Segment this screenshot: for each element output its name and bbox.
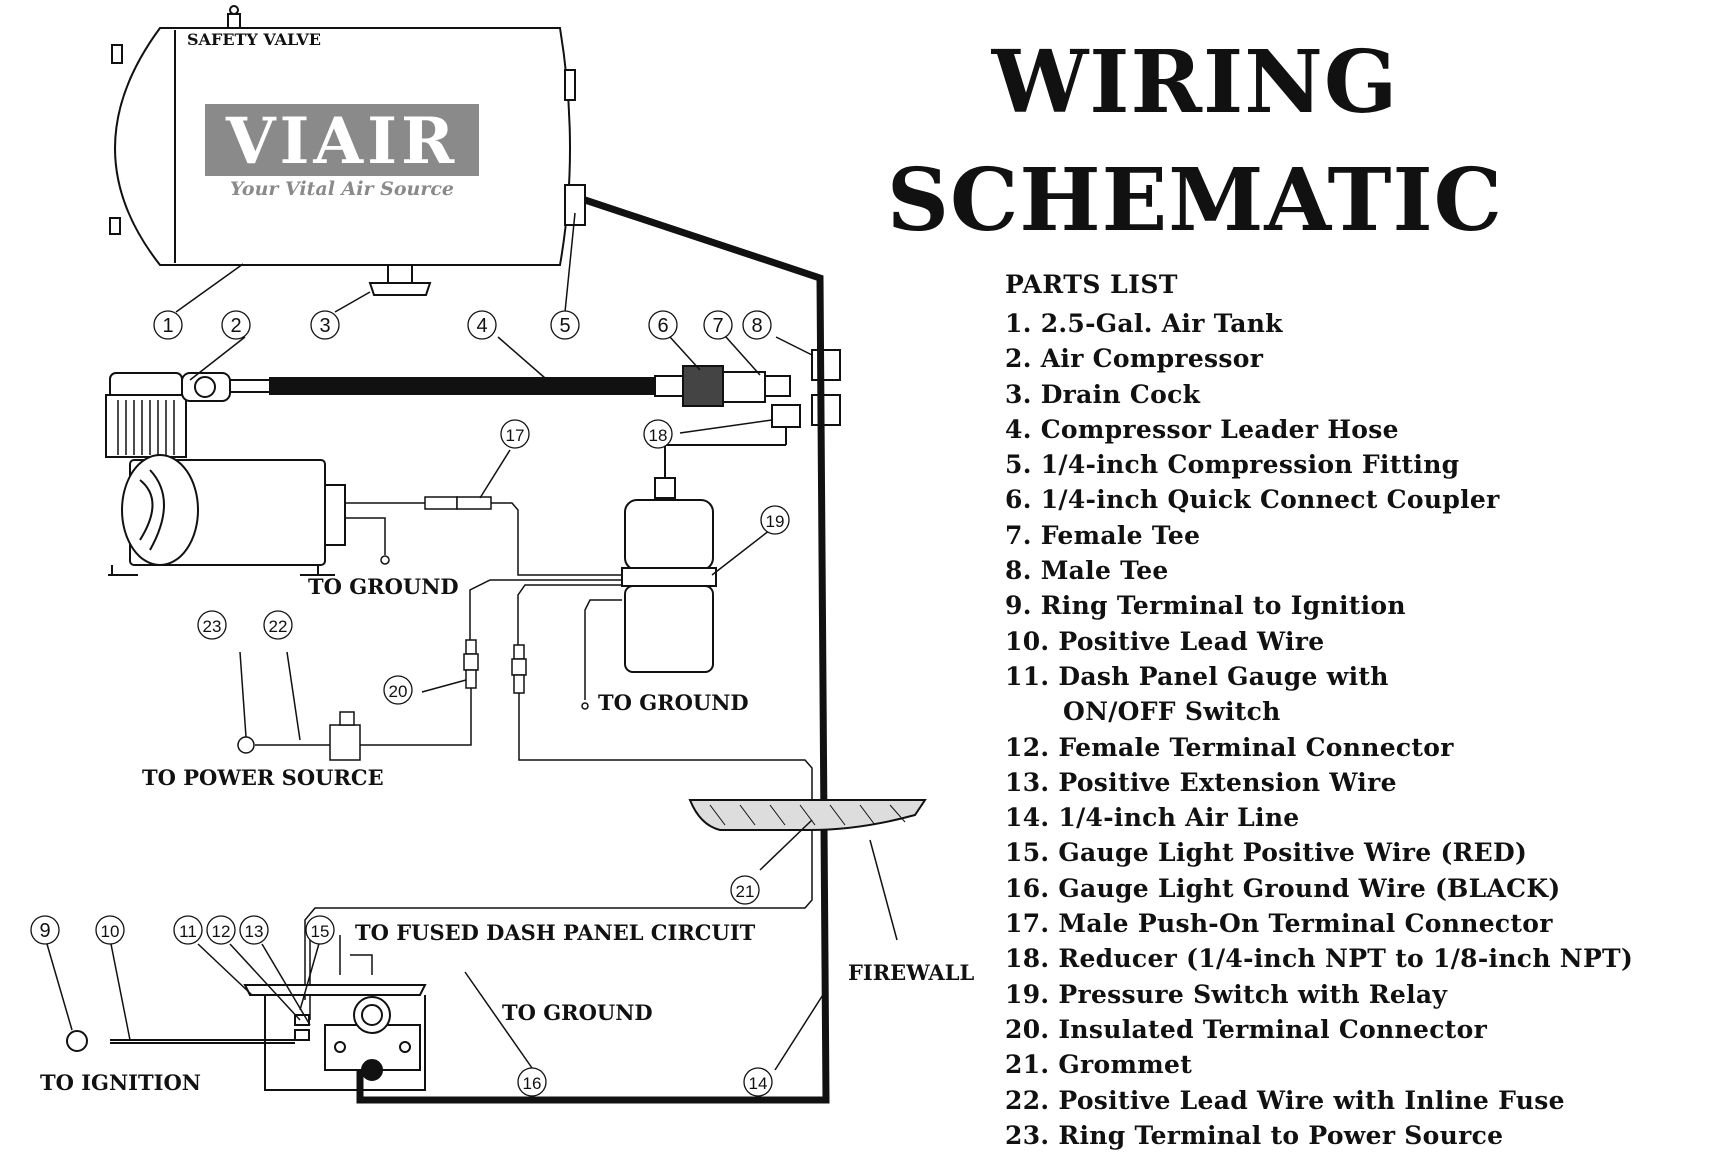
list-item: 12. Female Terminal Connector (1005, 732, 1454, 762)
list-item: 3. Drain Cock (1005, 379, 1201, 409)
list-item: 7. Female Tee (1005, 520, 1201, 550)
callout-23: 23 (203, 617, 222, 636)
list-item: 6. 1/4-inch Quick Connect Coupler (1005, 485, 1500, 515)
list-item: 2. Air Compressor (1005, 344, 1264, 374)
callout-13: 13 (245, 922, 264, 941)
callout-12: 12 (212, 922, 231, 941)
viair-logo (205, 104, 479, 176)
callout-9: 9 (39, 920, 50, 942)
label-to-fused-dash: TO FUSED DASH PANEL CIRCUIT (355, 920, 756, 945)
pressure-switch (621, 427, 787, 673)
label-firewall: FIREWALL (848, 960, 974, 985)
callout-8: 8 (751, 315, 762, 337)
label-to-ground-switch: TO GROUND (598, 690, 749, 715)
list-item: 19. Pressure Switch with Relay (1005, 979, 1448, 1009)
list-item: 21. Grommet (1005, 1050, 1193, 1080)
callout-18: 18 (649, 426, 668, 445)
dash-panel-gauge (66, 984, 427, 1091)
callout-21: 21 (736, 882, 755, 901)
brand-tagline: Your Vital Air Source (230, 178, 454, 200)
callout-10: 10 (101, 922, 120, 941)
list-item: 22. Positive Lead Wire with Inline Fuse (1005, 1085, 1565, 1115)
callout-5: 5 (559, 315, 570, 337)
callout-16: 16 (523, 1074, 542, 1093)
list-item: 13. Positive Extension Wire (1005, 767, 1397, 797)
callout-4: 4 (476, 315, 487, 337)
list-item: 17. Male Push-On Terminal Connector (1005, 909, 1553, 939)
callout-19: 19 (766, 512, 785, 531)
list-item: 4. Compressor Leader Hose (1005, 414, 1399, 444)
callout-1: 1 (162, 315, 173, 337)
callout-22: 22 (269, 617, 288, 636)
callout-15: 15 (311, 922, 330, 941)
callout-3: 3 (319, 315, 330, 337)
list-item: 18. Reducer (1/4-inch NPT to 1/8-inch NP… (1005, 944, 1634, 974)
list-item: 5. 1/4-inch Compression Fitting (1005, 450, 1460, 480)
list-item: 10. Positive Lead Wire (1005, 626, 1325, 656)
callout-7: 7 (712, 315, 723, 337)
callout-6: 6 (657, 315, 668, 337)
parts-list: 1. 2.5-Gal. Air Tank 2. Air Compressor 3… (1005, 306, 1633, 1153)
label-to-ground-gauge: TO GROUND (502, 1000, 653, 1025)
title-line-1: WIRING (991, 32, 1399, 133)
callout-11: 11 (179, 922, 197, 941)
air-compressor (105, 372, 346, 576)
list-item: 16. Gauge Light Ground Wire (BLACK) (1005, 873, 1561, 903)
list-item: ON/OFF Switch (1005, 694, 1633, 729)
list-item-continuation: ON/OFF Switch (1063, 697, 1281, 727)
air-line (356, 196, 830, 1104)
list-item: 11. Dash Panel Gauge with (1005, 661, 1389, 691)
list-item: 14. 1/4-inch Air Line (1005, 803, 1300, 833)
label-to-ignition: TO IGNITION (40, 1070, 201, 1095)
list-item: 8. Male Tee (1005, 556, 1169, 586)
title-line-2: SCHEMATIC (886, 150, 1504, 251)
list-item: 23. Ring Terminal to Power Source (1005, 1120, 1504, 1150)
label-safety-valve: SAFETY VALVE (187, 30, 321, 49)
list-item: 9. Ring Terminal to Ignition (1005, 591, 1406, 621)
list-item: 15. Gauge Light Positive Wire (RED) (1005, 838, 1528, 868)
callout-14: 14 (749, 1074, 768, 1093)
callout-20: 20 (389, 682, 408, 701)
list-item: 1. 2.5-Gal. Air Tank (1005, 309, 1283, 338)
parts-list-heading: PARTS LIST (1005, 270, 1179, 299)
label-to-power-source: TO POWER SOURCE (142, 765, 384, 790)
label-to-ground-compressor: TO GROUND (308, 574, 459, 599)
leader-hose (269, 377, 661, 395)
brand-name: VIAIR (225, 104, 458, 179)
callout-2: 2 (230, 315, 241, 337)
callout-17: 17 (506, 426, 525, 445)
list-item: 20. Insulated Terminal Connector (1005, 1014, 1488, 1044)
